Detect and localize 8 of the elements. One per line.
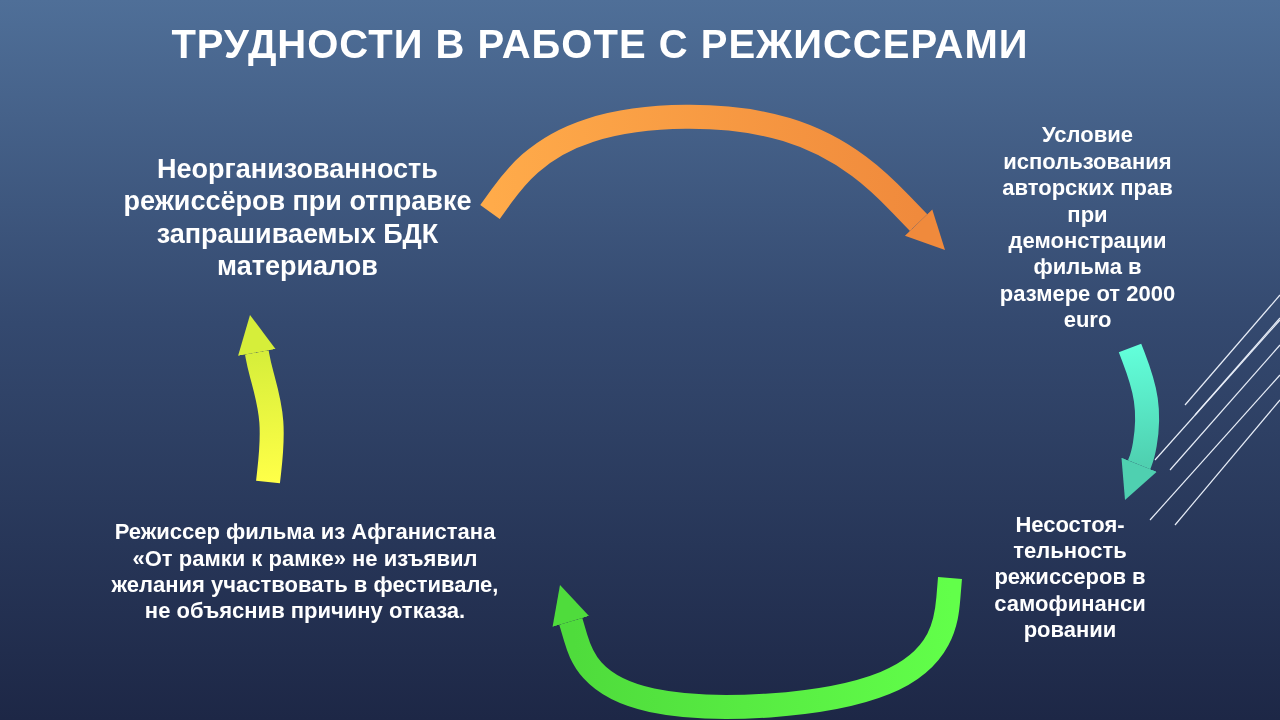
slide-text: Несостоя- тельность режиссеров в самофинанси ровании [993, 511, 1147, 644]
slide-text: Режиссер фильма из Афганистана «От рамки к рамке» не изъявил желания участвовать в фестивале, не объяснив причину отказа. [110, 519, 500, 625]
curved-arrow [1118, 343, 1160, 500]
slide-text: Неорганизованность режиссёров при отправке запрашиваемых БДК материалов [122, 152, 473, 283]
slide-title: ТРУДНОСТИ В РАБОТЕ С РЕЖИССЕРАМИ [170, 22, 1030, 67]
curved-arrow [238, 315, 284, 484]
slide-text: Условие использования авторских прав при демонстрации фильма в размере от 2000 euro [998, 122, 1177, 334]
curved-arrow [480, 104, 945, 250]
